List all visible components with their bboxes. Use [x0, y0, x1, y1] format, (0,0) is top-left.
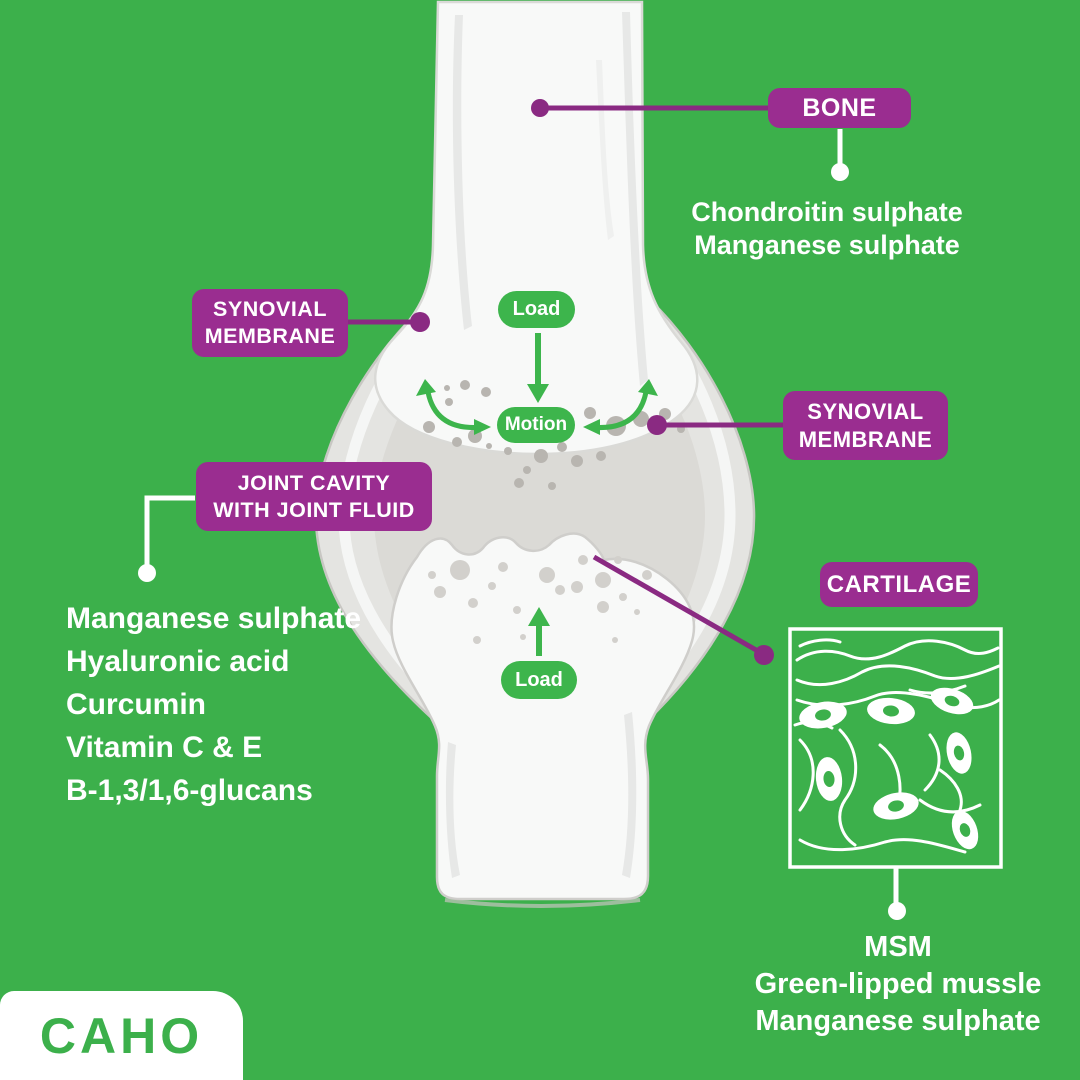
cartilage-supplements-list: MSM Green-lipped mussle Manganese sulpha… — [716, 929, 1080, 1040]
fluid-supplement-1: Manganese sulphate — [66, 602, 362, 635]
synovial-right-line2: MEMBRANE — [798, 426, 933, 452]
load-top-pill: Load — [498, 291, 575, 328]
synovial-right-connector-dot — [647, 415, 667, 435]
synovial-right-line1: SYNOVIAL — [807, 398, 924, 424]
cartilage-connector-line — [592, 554, 765, 657]
synovial-left-connector-dot — [410, 312, 430, 332]
cartilage-supplement-3: Manganese sulphate — [755, 1005, 1041, 1037]
caho-logo: CAHO — [39, 1007, 204, 1064]
purple-connectors — [348, 99, 785, 665]
bone-supplement-1: Chondroitin sulphate — [691, 197, 963, 227]
cartilage-label-text: CARTILAGE — [826, 570, 972, 598]
bone-supplement-2: Manganese sulphate — [694, 230, 960, 260]
white-connectors — [138, 129, 906, 920]
joint-fluid-supplements-list: Manganese sulphate Hyaluronic acid Curcu… — [66, 597, 426, 812]
chondrocyte-cells — [799, 687, 979, 850]
bone-supplements-dot — [831, 163, 849, 181]
load-bottom-text: Load — [515, 668, 563, 691]
bone-label: BONE — [768, 88, 911, 128]
cartilage-supplement-2: Green-lipped mussle — [754, 968, 1042, 1000]
joint-cavity-line2: WITH JOINT FLUID — [213, 497, 415, 522]
lower-bone-speckles — [428, 555, 652, 644]
joint-fluid-speckles — [423, 380, 685, 490]
fluid-supplement-5: B-1,3/1,6-glucans — [66, 774, 313, 807]
cartilage-connector-dot — [754, 645, 774, 665]
joint-cavity-line1: JOINT CAVITY — [237, 470, 391, 495]
cartilage-supplements-dot — [888, 902, 906, 920]
lower-bone — [390, 532, 696, 908]
bone-label-text: BONE — [802, 93, 877, 122]
joint-cavity-label: JOINT CAVITY WITH JOINT FLUID — [196, 462, 432, 531]
cartilage-label: CARTILAGE — [820, 562, 978, 607]
fluid-supplement-4: Vitamin C & E — [66, 731, 263, 764]
bone-supplements-list: Chondroitin sulphate Manganese sulphate — [645, 196, 1009, 262]
joint-fluid-supplements-line — [144, 495, 195, 568]
fluid-supplement-2: Hyaluronic acid — [66, 645, 290, 678]
synovial-membrane-left-label: SYNOVIAL MEMBRANE — [192, 289, 348, 357]
load-bottom-pill: Load — [501, 661, 577, 699]
bone-connector-dot — [531, 99, 549, 117]
caho-logo-box: CAHO — [0, 991, 243, 1080]
synovial-membrane-right-label: SYNOVIAL MEMBRANE — [783, 391, 948, 460]
motion-text: Motion — [504, 414, 568, 435]
joint-fluid-supplements-dot — [138, 564, 156, 582]
cartilage-histology-illustration — [788, 627, 1003, 869]
synovial-left-line2: MEMBRANE — [204, 324, 336, 348]
load-top-text: Load — [512, 298, 561, 320]
motion-pill: Motion — [497, 407, 575, 443]
cartilage-supplement-1: MSM — [864, 931, 932, 963]
synovial-left-line1: SYNOVIAL — [213, 297, 327, 321]
fluid-supplement-3: Curcumin — [66, 688, 207, 721]
load-motion-arrows — [416, 333, 658, 656]
